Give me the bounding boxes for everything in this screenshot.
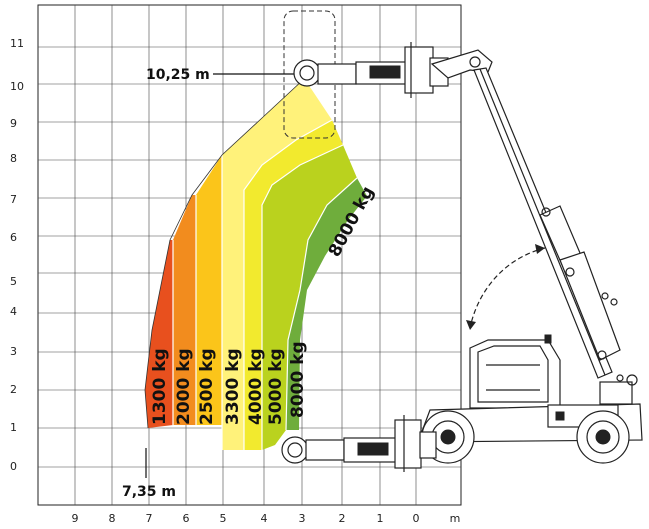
rear-wheel [576,410,630,464]
y-tick-label: 9 [10,117,17,130]
y-tick-label: 0 [10,460,17,473]
y-tick-label: 8 [10,152,17,165]
x-tick-label: 7 [146,512,153,525]
x-tick-label: m [450,512,461,525]
max-reach-label: 7,35 m [122,484,176,500]
x-tick-label: 3 [299,512,306,525]
zone-label: 2500 kg [197,348,217,425]
zone-label: 2000 kg [174,348,194,425]
zone-4000kg [244,120,343,450]
y-tick-label: 2 [10,383,17,396]
x-axis-ticks: 9 8 7 6 5 4 3 2 1 0 m [72,512,461,525]
y-tick-label: 7 [10,193,17,206]
y-tick-label: 3 [10,345,17,358]
x-tick-label: 9 [72,512,79,525]
x-tick-label: 5 [220,512,227,525]
telescopic-boom [473,67,621,379]
load-zones [144,78,367,450]
telehandler-drawing [281,42,643,472]
y-tick-label: 11 [10,37,24,50]
max-height-envelope [283,10,336,139]
max-height-label: 10,25 m [146,67,210,83]
x-tick-label: 8 [109,512,116,525]
y-tick-label: 4 [10,305,17,318]
zone-2000kg [173,195,196,425]
zone-label: 4000 kg [246,348,266,425]
x-tick-label: 4 [261,512,268,525]
x-tick-label: 0 [413,512,420,525]
zone-8000kg [286,178,367,430]
x-tick-label: 2 [339,512,346,525]
x-tick-label: 6 [183,512,190,525]
y-tick-label: 6 [10,231,17,244]
y-tick-label: 5 [10,275,17,288]
y-tick-label: 1 [10,421,17,434]
lower-fork-carriage [281,415,437,472]
y-tick-label: 10 [10,80,24,93]
rotation-arc [469,247,546,329]
upper-fork-carriage [293,42,493,98]
x-tick-label: 1 [377,512,384,525]
zone-3300kg [222,79,332,450]
zone-1300kg [145,240,173,428]
zone-2500kg [196,155,222,425]
zone-label: 5000 kg [266,348,286,425]
zone-label: 3300 kg [223,348,243,425]
zone-5000kg [262,145,357,450]
chart-frame [37,4,462,506]
zone-label: 8000 kg [288,341,308,418]
zone-label: 1300 kg [150,348,170,425]
